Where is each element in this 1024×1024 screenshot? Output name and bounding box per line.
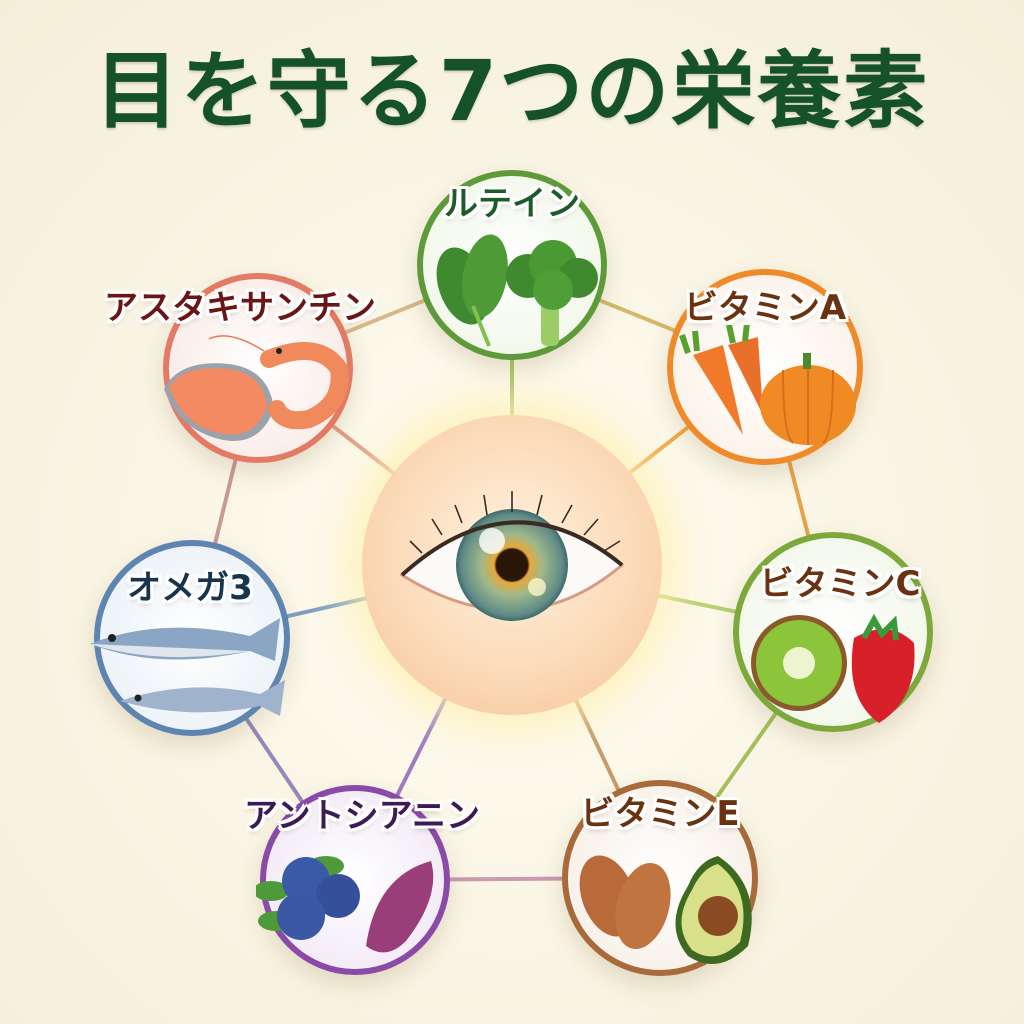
eye-icon — [399, 491, 625, 621]
kiwi-strawberry-icon — [751, 613, 915, 723]
fish-icon — [90, 618, 285, 716]
label-astaxanthin: アスタキサンチン — [104, 288, 376, 328]
nutrient-omega3 — [90, 540, 290, 736]
nutrient-vitamin-a — [667, 269, 863, 465]
nutrient-vitamin-e — [562, 780, 758, 976]
label-vitamin-c: ビタミンC — [759, 564, 921, 604]
blueberry-sweet-potato-icon — [256, 856, 434, 953]
page-title: 目を守る7つの栄養素 — [94, 42, 930, 140]
label-vitamin-e: ビタミンE — [580, 794, 740, 834]
label-vitamin-a: ビタミンA — [683, 288, 847, 328]
label-omega3: オメガ3 — [127, 568, 253, 608]
nutrient-astaxanthin — [163, 273, 353, 463]
almond-avocado-icon — [579, 855, 752, 964]
nutrient-anthocyanin — [256, 785, 450, 975]
carrot-pumpkin-icon — [679, 325, 856, 445]
eye-illustration — [362, 415, 662, 715]
nutrient-lutein — [417, 170, 607, 360]
spinach-broccoli-icon — [436, 234, 598, 347]
label-lutein: ルテイン — [444, 184, 580, 224]
label-anthocyanin: アントシアニン — [244, 796, 480, 836]
nutrient-vitamin-c — [733, 532, 933, 732]
salmon-shrimp-icon — [164, 335, 349, 441]
